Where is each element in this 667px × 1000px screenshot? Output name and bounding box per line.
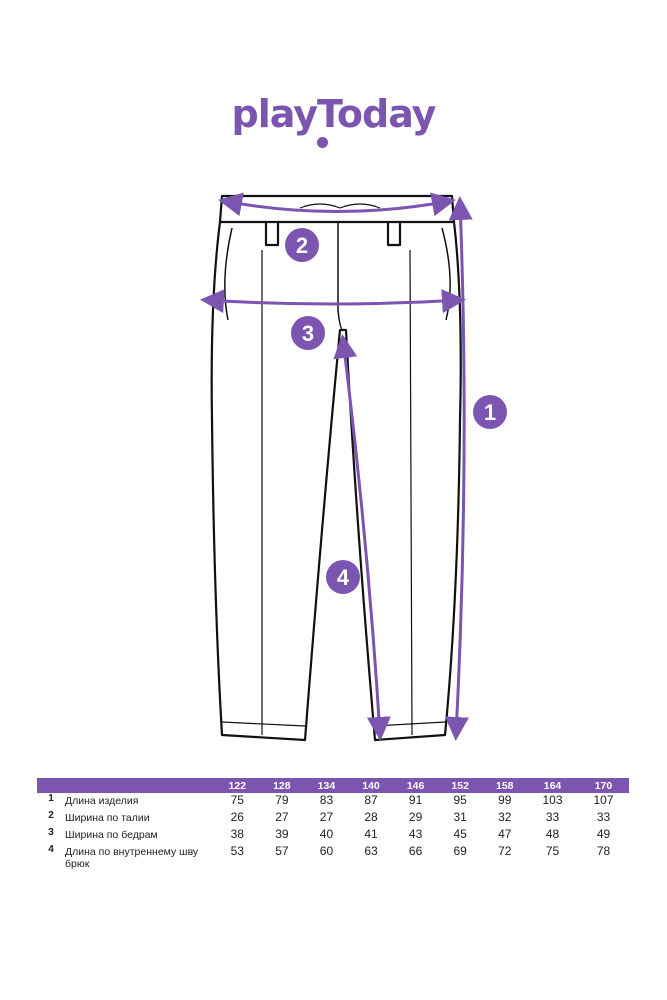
- arrow-waist: [218, 192, 456, 217]
- size-header: 134: [304, 778, 349, 793]
- size-header: 122: [215, 778, 260, 793]
- table-cell: 95: [453, 793, 467, 807]
- pants-outline: [210, 194, 462, 742]
- size-header: 140: [348, 778, 394, 793]
- table-cell: 48: [545, 827, 560, 841]
- size-header: 146: [393, 778, 438, 793]
- row-number: 3: [48, 827, 54, 838]
- size-header: 158: [482, 778, 528, 793]
- table-cell: 72: [498, 844, 512, 858]
- table-cell: 32: [498, 810, 512, 824]
- table-row: 4 Длина по внутреннему шву брюк 53 57 60 63 66…: [37, 844, 629, 870]
- table-cell: 29: [408, 810, 423, 824]
- table-cell: 33: [596, 810, 611, 824]
- badge-2: 2: [285, 228, 319, 262]
- table-cell: 79: [275, 793, 289, 807]
- measurement-label: Ширина по бедрам: [65, 829, 158, 841]
- svg-text:2: 2: [296, 233, 308, 258]
- row-number: 1: [48, 793, 54, 804]
- table-cell: 28: [364, 810, 378, 824]
- table-cell: 107: [593, 793, 614, 807]
- measurement-label: Длина изделия: [65, 795, 139, 807]
- row-number: 2: [48, 810, 54, 821]
- table-cell: 31: [453, 810, 467, 824]
- badge-3: 3: [291, 316, 325, 350]
- table-cell: 43: [408, 827, 423, 841]
- table-cell: 103: [542, 793, 563, 807]
- size-header: 164: [527, 778, 578, 793]
- table-row: 3 Ширина по бедрам 38 39 40 41 43 45 47 48 49: [37, 827, 629, 844]
- size-header-row: 122 128 134 140 146 152 158 164 170: [37, 778, 629, 793]
- table-cell: 83: [319, 793, 334, 807]
- table-cell: 66: [408, 844, 423, 858]
- arrow-inseam: [333, 334, 391, 741]
- table-cell: 27: [275, 810, 289, 824]
- table-cell: 99: [498, 793, 512, 807]
- logo-dot: [317, 137, 328, 148]
- logo-text: playToday: [231, 92, 437, 136]
- table-cell: 57: [275, 844, 289, 858]
- table-cell: 53: [230, 844, 244, 858]
- table-row: 1 Длина изделия 75 79 83 87 91 95 99 103 107: [37, 793, 629, 810]
- size-header: 152: [437, 778, 483, 793]
- table-cell: 78: [596, 844, 611, 858]
- size-header: 170: [577, 778, 629, 793]
- table-cell: 26: [230, 810, 244, 824]
- table-cell: 91: [408, 793, 423, 807]
- arrow-hips: [200, 289, 466, 314]
- brand-logo: playToday: [0, 92, 667, 136]
- table-row: 2 Ширина по талии 26 27 27 28 29 31 32 33 33: [37, 810, 629, 827]
- table-cell: 63: [364, 844, 378, 858]
- table-cell: 41: [364, 827, 378, 841]
- arrow-length: [444, 196, 473, 741]
- table-cell: 49: [596, 827, 611, 841]
- svg-text:3: 3: [302, 321, 314, 346]
- badge-4: 4: [326, 560, 360, 594]
- table-cell: 87: [364, 793, 378, 807]
- table-cell: 40: [319, 827, 334, 841]
- measurement-label: Ширина по талии: [65, 812, 150, 824]
- svg-text:1: 1: [484, 400, 496, 425]
- table-cell: 75: [545, 844, 560, 858]
- measurement-arrows: [200, 192, 473, 741]
- pants-diagram: 1 2 3 4: [200, 192, 507, 742]
- table-cell: 27: [319, 810, 334, 824]
- table-cell: 39: [275, 827, 289, 841]
- row-number: 4: [48, 844, 54, 855]
- table-cell: 60: [319, 844, 334, 858]
- table-cell: 69: [453, 844, 467, 858]
- svg-text:4: 4: [337, 565, 350, 590]
- measurement-label: Длина по внутреннему шву брюк: [65, 846, 199, 870]
- size-header: 128: [259, 778, 305, 793]
- table-cell: 45: [453, 827, 467, 841]
- badge-1: 1: [473, 395, 507, 429]
- table-cell: 33: [545, 810, 560, 824]
- table-cell: 47: [498, 827, 512, 841]
- table-cell: 75: [230, 793, 244, 807]
- table-cell: 38: [230, 827, 244, 841]
